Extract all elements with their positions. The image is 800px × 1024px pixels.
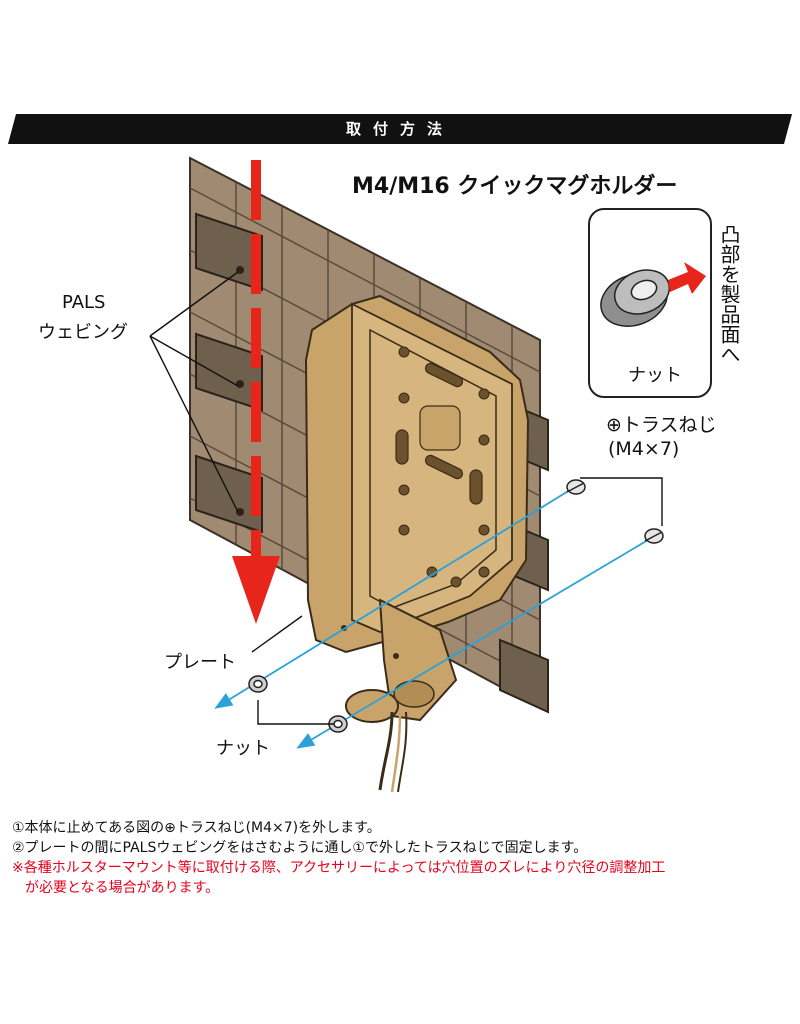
truss-screw — [566, 479, 664, 544]
product-title: M4/M16 クイックマグホルダー — [352, 174, 678, 199]
pals-label-line1: PALS — [62, 292, 106, 313]
plate-label: プレート — [164, 652, 236, 673]
insert-direction-arrow — [232, 160, 280, 624]
assembly-guide-lines — [214, 489, 649, 749]
screw-spec-label: (M4×7) — [608, 438, 680, 460]
note-warning: ※各種ホルスターマウント等に取付ける際、アクセサリーによっては穴位置のズレにより… — [12, 860, 666, 876]
mag-holder — [304, 294, 530, 793]
hex-nut — [248, 675, 348, 733]
inset-nut-label: ナット — [628, 365, 682, 386]
pals-label-line2: ウェビング — [38, 322, 128, 343]
screw-label: ⊕トラスねじ — [606, 414, 717, 436]
note-warning-cont: が必要となる場合があります。 — [25, 880, 220, 896]
leader-lines — [149, 271, 663, 725]
note-step-2: ②プレートの間にPALSウェビングをはさむように通し①で外したトラスねじで固定し… — [12, 840, 588, 856]
nut-label: ナット — [216, 738, 270, 759]
note-step-1: ①本体に止めてある図の⊕トラスねじ(M4×7)を外します。 — [12, 820, 381, 836]
header-bar — [8, 114, 792, 144]
header-title: 取付方法 — [345, 120, 454, 138]
inset-direction-label: 凸部を製品面へ — [717, 224, 741, 364]
instruction-notes: ①本体に止めてある図の⊕トラスねじ(M4×7)を外します。 ②プレートの間にPA… — [12, 818, 792, 898]
